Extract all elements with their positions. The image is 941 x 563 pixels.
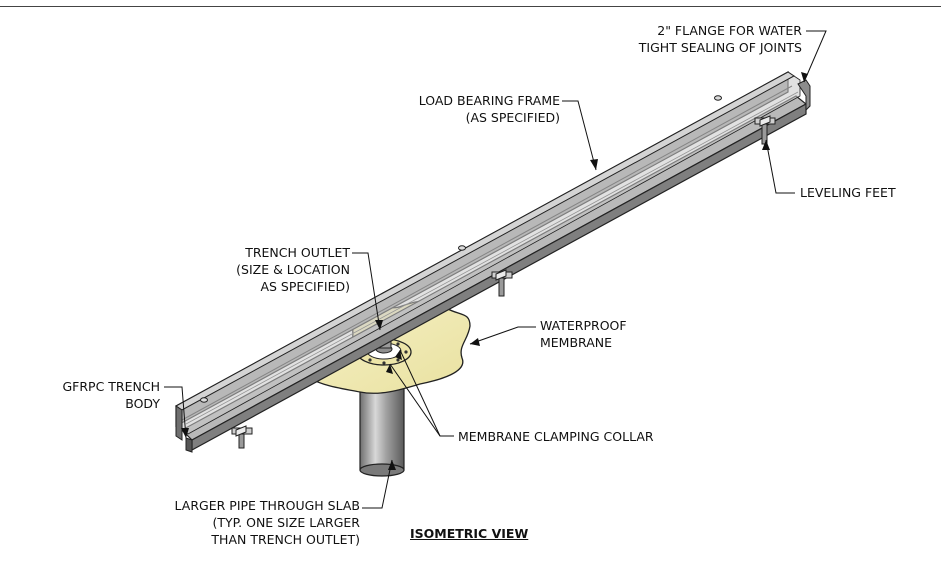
body-label-line-1: GFRPC TRENCH [62,379,161,394]
trench-outlet-label: TRENCH OUTLET (SIZE & LOCATION AS SPECIF… [200,244,350,295]
collar-label-line-1: MEMBRANE CLAMPING COLLAR [458,429,654,444]
membrane-label-line-2: MEMBRANE [540,335,613,350]
pipe-label-line-1: LARGER PIPE THROUGH SLAB [174,498,360,513]
leveling-feet-label: LEVELING FEET [800,184,896,201]
outlet-label-line-2: (SIZE & LOCATION [236,262,350,277]
outlet-label-line-1: TRENCH OUTLET [245,245,350,260]
slab-pipe [359,379,405,477]
flange-label: 2" FLANGE FOR WATER TIGHT SEALING OF JOI… [600,22,802,56]
outlet-label-line-3: AS SPECIFIED) [260,279,350,294]
load-bearing-frame-label: LOAD BEARING FRAME (AS SPECIFIED) [388,92,560,126]
leader-lines [164,30,827,509]
feet-label-line-1: LEVELING FEET [800,185,896,200]
membrane-clamping-collar-label: MEMBRANE CLAMPING COLLAR [458,428,654,445]
top-border-line [0,6,941,7]
frame-lugs [200,95,722,403]
waterproof-membrane-label: WATERPROOF MEMBRANE [540,317,627,351]
body-label-line-2: BODY [125,396,160,411]
larger-pipe-label: LARGER PIPE THROUGH SLAB (TYP. ONE SIZE … [150,497,360,548]
flange-label-line-1: 2" FLANGE FOR WATER [657,23,802,38]
leader-arrowheads [181,72,808,470]
pipe-label-line-3: THAN TRENCH OUTLET) [211,532,360,547]
frame-label-line-2: (AS SPECIFIED) [465,110,560,125]
membrane-label-line-1: WATERPROOF [540,318,627,333]
pipe-label-line-2: (TYP. ONE SIZE LARGER [212,515,360,530]
view-title: ISOMETRIC VIEW [410,526,529,541]
leveling-feet [231,115,776,449]
frame-label-line-1: LOAD BEARING FRAME [418,93,560,108]
flange-label-line-2: TIGHT SEALING OF JOINTS [638,40,802,55]
gfrpc-trench-body-label: GFRPC TRENCH BODY [40,378,161,412]
trench-body [175,70,811,453]
